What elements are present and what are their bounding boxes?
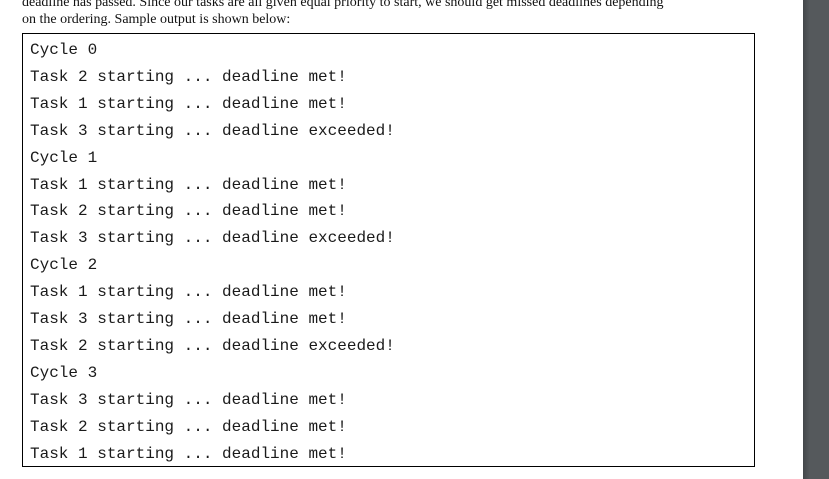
- console-line: Task 1 starting ... deadline met!: [30, 283, 347, 302]
- console-line: Task 2 starting ... deadline met!: [30, 202, 347, 221]
- intro-paragraph: deadline has passed. Since our tasks are…: [22, 0, 762, 28]
- console-line: Cycle 3: [30, 363, 98, 382]
- intro-line: on the ordering. Sample output is shown …: [22, 12, 291, 27]
- console-line: Task 3 starting ... deadline exceeded!: [30, 121, 395, 140]
- intro-line-clipped: deadline has passed. Since our tasks are…: [22, 0, 664, 10]
- sample-output-box: Cycle 0 Task 2 starting ... deadline met…: [22, 33, 755, 467]
- console-line: Cycle 2: [30, 256, 98, 275]
- console-line: Cycle 0: [30, 41, 98, 59]
- console-line: Task 3 starting ... deadline met!: [30, 310, 347, 329]
- console-line: Task 1 starting ... deadline met!: [30, 175, 347, 194]
- console-line: Task 2 starting ... deadline met!: [30, 67, 347, 86]
- console-line: Task 2 starting ... deadline exceeded!: [30, 336, 395, 355]
- console-line: Task 1 starting ... deadline met!: [30, 444, 347, 463]
- console-line: Task 3 starting ... deadline met!: [30, 390, 347, 409]
- viewer-background-gutter: [803, 0, 829, 479]
- console-line: Cycle 1: [30, 148, 98, 167]
- console-line: Task 3 starting ... deadline exceeded!: [30, 229, 395, 248]
- console-line: Task 1 starting ... deadline met!: [30, 94, 347, 113]
- console-line: Task 2 starting ... deadline met!: [30, 417, 347, 436]
